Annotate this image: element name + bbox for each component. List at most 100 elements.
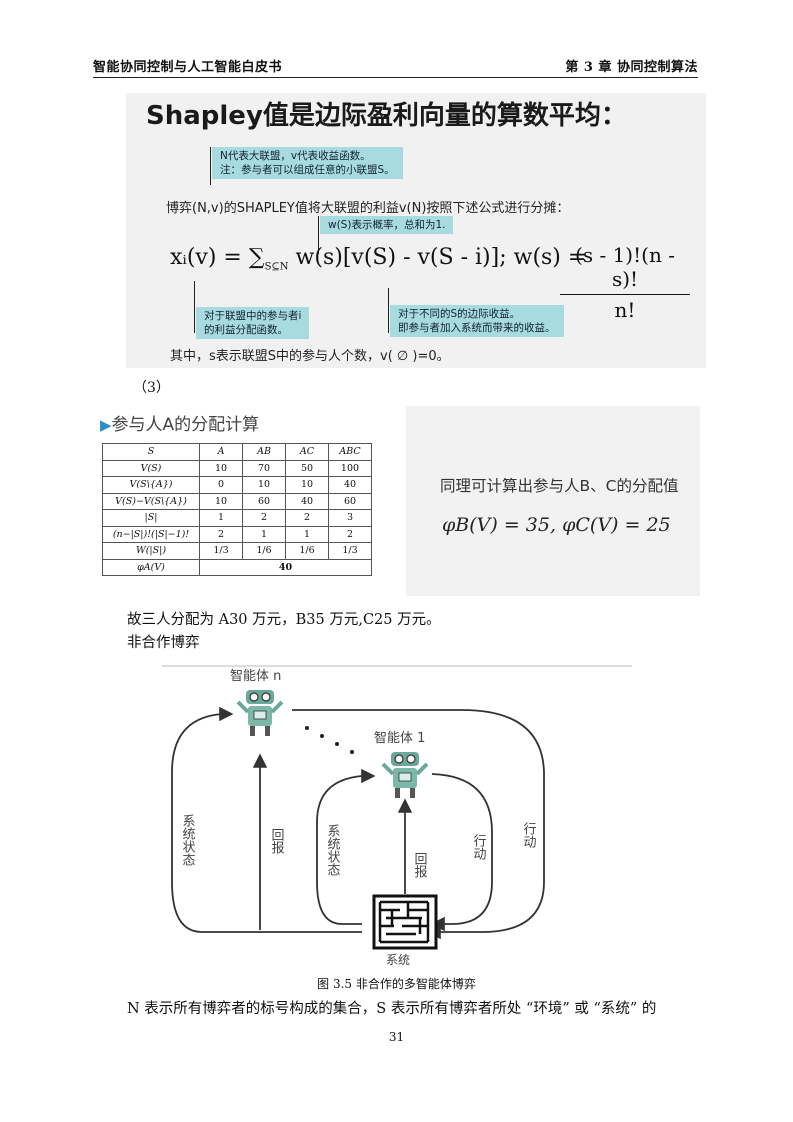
slide2-background [406, 406, 700, 596]
table-cell: 100 [328, 459, 372, 477]
table-row-label: W(|S|) [102, 542, 200, 560]
table-cell: 2 [242, 509, 286, 527]
table-cell: 1/3 [328, 542, 372, 560]
table-row: V(S\{A}) 0 10 10 40 [102, 476, 372, 494]
table-cell: 1/3 [199, 542, 243, 560]
table-header-row: S A AB AC ABC [102, 443, 372, 461]
table-cell: 50 [285, 459, 329, 477]
slide2-remark: 同理可计算出参与人B、C的分配值 [440, 477, 679, 495]
formula-fraction: (s - 1)!(n - s)! n! [560, 243, 690, 322]
slide-footnote: 其中，s表示联盟S中的参与人个数，v( ∅ )=0。 [170, 349, 450, 364]
item-label: （3） [133, 380, 170, 396]
arrow-state-to-agent-1 [316, 768, 376, 925]
note-line: 对于不同的S的边际收益。 [398, 308, 521, 320]
table-cell: 40 [328, 476, 372, 494]
table-row-label: V(S) [102, 459, 200, 477]
formula-weights: w(s)[v(S) - v(S - i)]; w(s) = [288, 245, 587, 270]
fraction-numerator: (s - 1)!(n - s)! [575, 243, 675, 291]
header-rule [93, 77, 698, 78]
slide2-title-text: 参与人A的分配计算 [111, 415, 260, 435]
table-row: |S| 1 2 2 3 [102, 509, 372, 527]
table-cell: 2 [328, 525, 372, 543]
figure-svg: 智能体 n 智能体 1 系统 系统状态 回报 系统状态 回报 行动 行动 [162, 665, 632, 967]
note-line: 注：参与者可以组成任意的小联盟S。 [220, 164, 395, 176]
paragraph: 故三人分配为 A30 万元，B35 万元,C25 万元。 [127, 612, 441, 628]
state-label-inner: 系统状态 [325, 824, 341, 876]
slide2-title: ▶参与人A的分配计算 [100, 410, 259, 435]
table-header-cell: S [102, 443, 200, 461]
ellipsis-dot [335, 742, 339, 746]
arrow-agent-1-action [430, 773, 493, 932]
table-cell: 1 [199, 509, 243, 527]
table-cell: 10 [199, 459, 243, 477]
figure-caption: 图 3.5 非合作的多智能体博弈 [317, 977, 476, 991]
agent-n-label: 智能体 n [230, 669, 281, 684]
robot-agent-n-icon [236, 688, 284, 738]
callout-line [388, 288, 389, 333]
action-label-outer: 行动 [521, 822, 537, 849]
table-cell: 2 [285, 509, 329, 527]
table-header-cell: ABC [328, 443, 372, 461]
table-cell: 1/6 [242, 542, 286, 560]
agent-1-label: 智能体 1 [374, 731, 425, 746]
allocation-table: S A AB AC ABC V(S) 10 70 50 100 V(S\{A})… [102, 443, 372, 576]
table-cell: 70 [242, 459, 286, 477]
shapley-slide-title: Shapley值是边际盈利向量的算数平均： [146, 101, 627, 131]
table-row: W(|S|) 1/3 1/6 1/6 1/3 [102, 542, 372, 560]
multi-agent-figure: 智能体 n 智能体 1 系统 系统状态 回报 系统状态 回报 行动 行动 [162, 662, 632, 972]
table-row-label: V(S\{A}) [102, 476, 200, 494]
table-cell: 0 [199, 476, 243, 494]
table-cell: 10 [199, 492, 243, 510]
arrow-state-to-agent-n [171, 706, 362, 933]
table-row-label: φA(V) [102, 558, 200, 576]
fraction-denominator: n! [614, 298, 636, 322]
shapley-slide: Shapley值是边际盈利向量的算数平均： N代表大联盟，v代表收益函数。 注：… [126, 93, 706, 368]
note-line: 即参与者加入系统而带来的收益。 [398, 322, 556, 334]
table-cell: 40 [285, 492, 329, 510]
table-row-label: |S| [102, 509, 200, 527]
running-header-left: 智能协同控制与人工智能白皮书 [93, 60, 283, 75]
callout-line [210, 147, 211, 185]
shapley-formula: xᵢ(v) = ∑S⊆N w(s)[v(S) - v(S - i)]; w(s)… [170, 245, 586, 272]
table-cell: 40 [199, 558, 372, 576]
slide2-result-formula: φB(V) = 35, φC(V) = 25 [442, 514, 671, 536]
ellipsis-dot [305, 726, 309, 730]
note-weight: w(S)表示概率，总和为1. [320, 216, 454, 234]
page-number: 31 [388, 1030, 405, 1044]
game-description: 博弈(N,v)的SHAPLEY值将大联盟的利益v(N)按照下述公式进行分摊： [166, 201, 570, 216]
note-allocation: 对于联盟中的参与者i 的利益分配函数。 [196, 307, 310, 339]
table-cell: 1/6 [285, 542, 329, 560]
section-heading: 非合作博弈 [127, 635, 200, 651]
table-row: (n−|S|)!(|S|−1)! 2 1 1 2 [102, 525, 372, 543]
triangle-bullet-icon: ▶ [100, 416, 112, 434]
note-grand-coalition: N代表大联盟，v代表收益函数。 注：参与者可以组成任意的小联盟S。 [212, 147, 403, 179]
table-row: φA(V) 40 [102, 558, 372, 576]
system-label: 系统 [386, 953, 410, 967]
paragraph: N 表示所有博弈者的标号构成的集合，S 表示所有博弈者所处 “环境” 或 “系统… [127, 1001, 657, 1017]
table-row-label: V(S)−V(S\{A}) [102, 492, 200, 510]
table-cell: 10 [285, 476, 329, 494]
table-header-cell: AC [285, 443, 329, 461]
state-label-outer: 系统状态 [180, 814, 196, 866]
callout-line [318, 216, 319, 254]
note-line: N代表大联盟，v代表收益函数。 [220, 150, 371, 162]
table-cell: 1 [242, 525, 286, 543]
ellipsis-dot [350, 750, 354, 754]
reward-label-outer: 回报 [269, 828, 285, 854]
note-line: 对于联盟中的参与者i [204, 310, 302, 322]
fraction-bar [560, 294, 690, 295]
action-label-inner: 行动 [471, 834, 487, 861]
formula-sum: xᵢ(v) = ∑ [170, 245, 265, 270]
reward-label-inner: 回报 [412, 852, 428, 878]
note-line: 的利益分配函数。 [204, 324, 288, 336]
table-cell: 2 [199, 525, 243, 543]
maze-icon [372, 894, 438, 950]
ellipsis-dot [320, 734, 324, 738]
table-cell: 60 [242, 492, 286, 510]
table-header-cell: AB [242, 443, 286, 461]
arrow-agent-n-action [292, 709, 545, 940]
table-cell: 3 [328, 509, 372, 527]
note-marginal: 对于不同的S的边际收益。 即参与者加入系统而带来的收益。 [390, 305, 564, 337]
table-cell: 1 [285, 525, 329, 543]
table-cell: 10 [242, 476, 286, 494]
